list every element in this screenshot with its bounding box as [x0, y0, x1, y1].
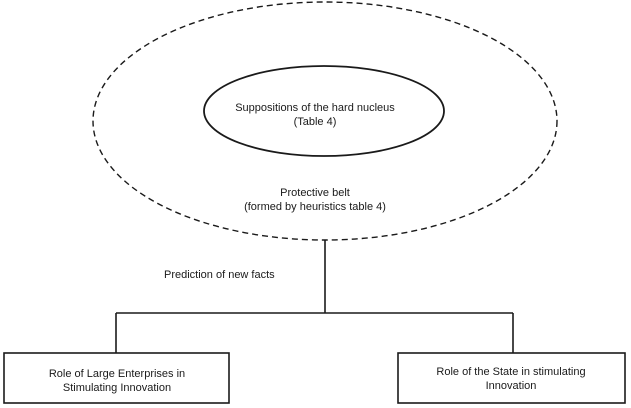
outcome-left-label: Role of Large Enterprises in Stimulating… [6, 367, 228, 395]
outcome-right-label: Role of the State in stimulating Innovat… [398, 365, 624, 393]
outcome-left-line2: Stimulating Innovation [62, 382, 172, 394]
prediction-text: Prediction of new facts [164, 269, 275, 281]
outcome-box-left [3, 352, 230, 404]
protective-belt-label: Protective belt (formed by heuristics ta… [215, 186, 415, 214]
protective-belt-title: Protective belt [280, 187, 350, 199]
outcome-right-line1: Role of the State in stimulating [436, 366, 586, 378]
outcome-left-line1: Role of Large Enterprises in [48, 368, 186, 380]
hard-nucleus-label: Suppositions of the hard nucleus (Table … [205, 101, 425, 129]
prediction-label: Prediction of new facts [164, 268, 284, 282]
outcome-right-line2: Innovation [485, 380, 537, 392]
hard-nucleus-reference: (Table 4) [293, 116, 337, 128]
hard-nucleus-ellipse [203, 65, 445, 157]
outcome-box-right [397, 352, 626, 404]
protective-belt-reference: (formed by heuristics table 4) [244, 201, 386, 213]
hard-nucleus-title: Suppositions of the hard nucleus [235, 102, 395, 114]
